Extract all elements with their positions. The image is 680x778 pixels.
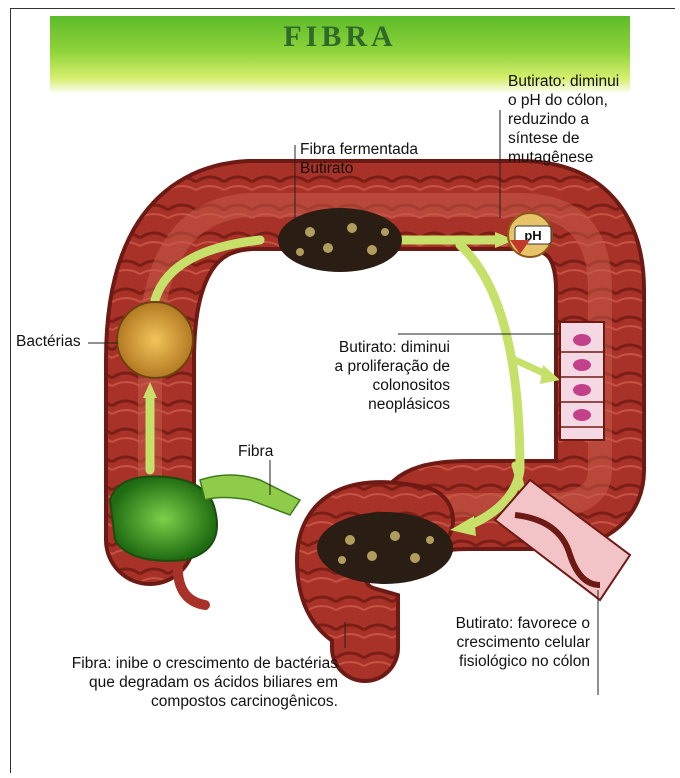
label-fibra: Fibra xyxy=(238,442,273,461)
label-butirato-proliferacao: Butirato: diminui a proliferação de colo… xyxy=(335,338,450,414)
label-butirato-ph: Butirato: diminui o pH do cólon, reduzin… xyxy=(508,72,619,167)
label-fibra-inibe: Fibra: inibe o crescimento de bactérias … xyxy=(72,654,338,711)
ph-badge: pH xyxy=(508,213,552,257)
label-butirato-favorece: Butirato: favorece o crescimento celular… xyxy=(456,614,590,671)
sigmoid-mass xyxy=(317,512,453,584)
label-bacterias: Bactérias xyxy=(16,332,81,351)
fiber-mass xyxy=(110,475,300,561)
colonocyte-strip xyxy=(560,322,604,440)
bacteria-cluster xyxy=(117,302,193,378)
fermented-fiber-mass xyxy=(278,208,402,272)
label-fibra-fermentada: Fibra fermentada Butirato xyxy=(300,140,418,178)
